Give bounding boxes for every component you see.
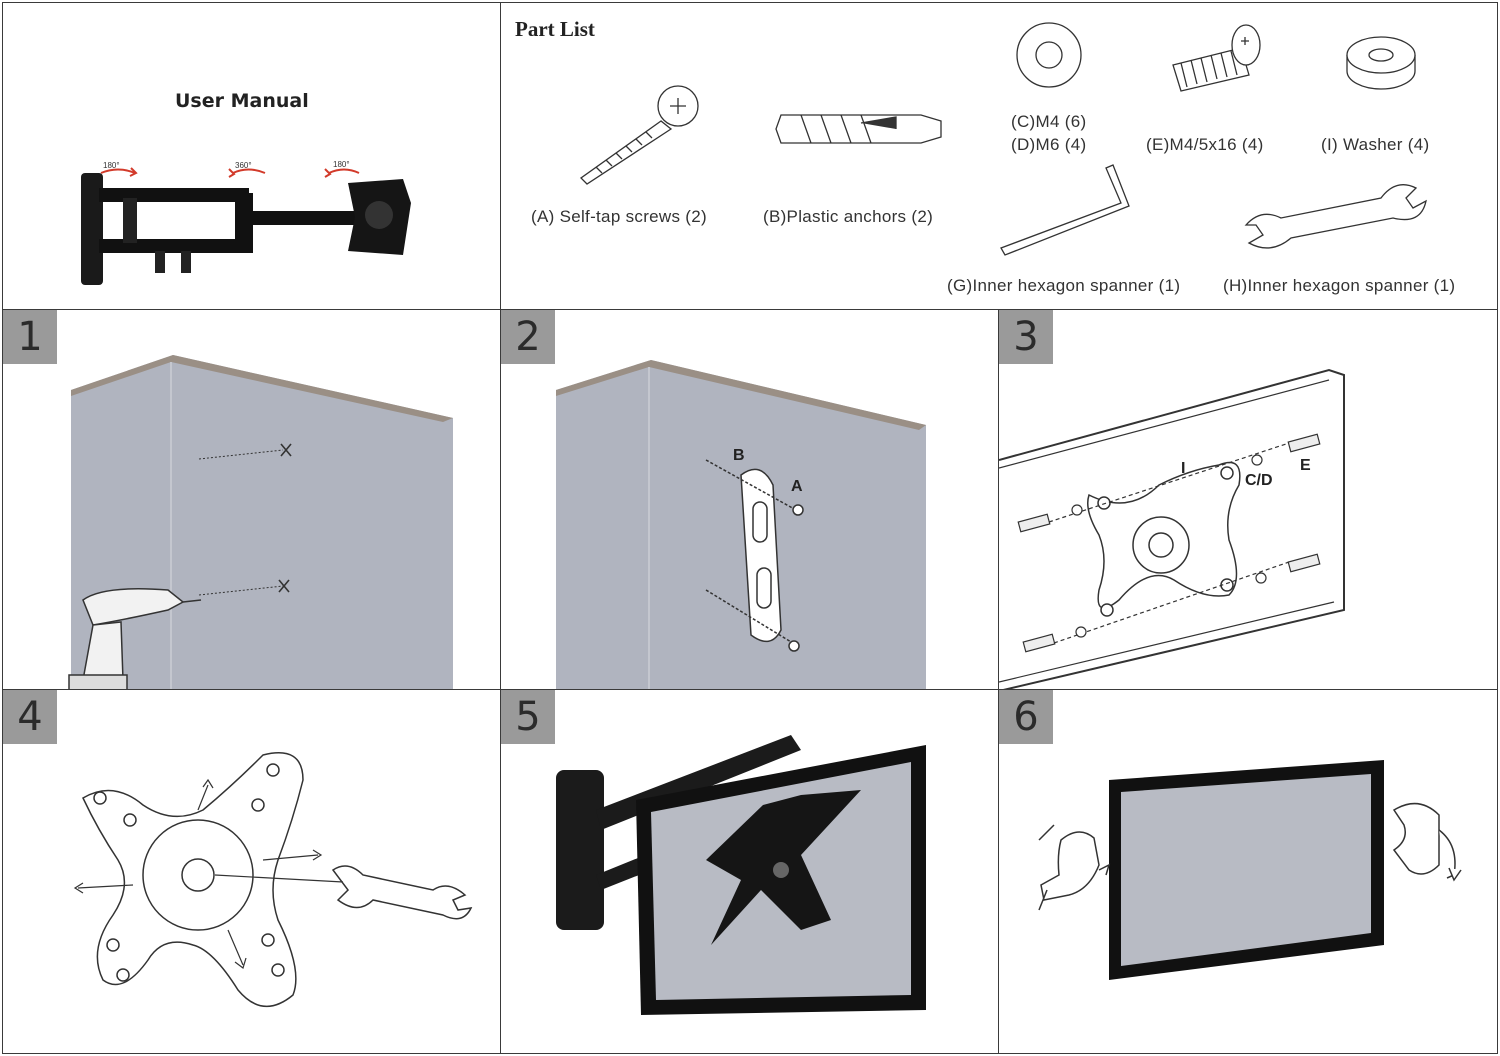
rotation-mark-2: 360° <box>235 161 252 170</box>
rotation-mark-1: 180° <box>103 161 120 170</box>
self-tap-screw-icon <box>579 85 699 185</box>
step-4-number: 4 <box>3 690 57 744</box>
part-e-label: (E)M4/5x16 (4) <box>1146 135 1264 154</box>
step-6-panel: 6 <box>998 689 1498 1054</box>
step-6-number: 6 <box>999 690 1053 744</box>
part-list-title: Part List <box>515 17 595 41</box>
left-hand-icon <box>1038 824 1111 911</box>
step-4-panel: 4 <box>2 689 501 1054</box>
flat-washer-icon <box>1016 22 1082 88</box>
drilling-wall-illustration <box>68 355 453 689</box>
wall-plate-screws-illustration <box>556 360 926 689</box>
step-3-number: 3 <box>999 310 1053 364</box>
part-i-label: (I) Washer (4) <box>1321 135 1430 154</box>
adapter-plate-icon <box>82 752 304 1008</box>
step-3-panel: 3 I C/D E <box>998 309 1498 690</box>
hex-key-icon <box>1000 164 1130 256</box>
step-2-label-a: A <box>791 478 803 495</box>
part-h-label: (H)Inner hexagon spanner (1) <box>1223 276 1456 295</box>
part-a-label: (A) Self-tap screws (2) <box>531 207 707 226</box>
step-2-panel: 2 B A <box>500 309 999 690</box>
step-1-number: 1 <box>3 310 57 364</box>
adjust-tv-angle-illustration <box>1038 760 1462 980</box>
step-3-label-i: I <box>1181 460 1186 477</box>
part-b-label: (B)Plastic anchors (2) <box>763 207 934 226</box>
wrench-icon <box>331 865 473 920</box>
part-list-panel: Part List <box>500 2 1498 310</box>
machine-screw-icon <box>1172 24 1261 92</box>
step-2-number: 2 <box>501 310 555 364</box>
rotation-mark-3: 180° <box>333 160 350 169</box>
step-2-label-b: B <box>733 447 745 464</box>
tv-back-vesa-illustration <box>999 368 1345 689</box>
user-manual-panel: User Manual 180° 360° 180° <box>2 2 501 310</box>
step-5-panel: 5 <box>500 689 999 1054</box>
part-c-label: (C)M4 (6) <box>1011 112 1087 131</box>
wall-mount-arm-illustration <box>81 167 411 285</box>
drill-icon <box>68 588 202 689</box>
part-list-illustrations <box>579 22 1427 256</box>
adapter-plate-tighten-illustration <box>73 752 473 1008</box>
open-wrench-icon <box>1244 184 1427 249</box>
step-3-label-e: E <box>1300 457 1311 474</box>
vesa-adapter-plate-icon <box>1087 461 1241 617</box>
step-5-number: 5 <box>501 690 555 744</box>
step-1-panel: 1 <box>2 309 501 690</box>
step-3-label-cd: C/D <box>1245 472 1273 489</box>
manual-title: User Manual <box>175 90 309 112</box>
part-d-label: (D)M6 (4) <box>1011 135 1087 154</box>
right-hand-icon <box>1392 802 1462 882</box>
wall-plate-icon <box>705 459 804 652</box>
plastic-anchor-icon <box>775 114 942 144</box>
thick-washer-icon <box>1346 36 1416 90</box>
mount-tv-on-arm-illustration <box>556 735 926 1015</box>
part-g-label: (G)Inner hexagon spanner (1) <box>947 276 1181 295</box>
